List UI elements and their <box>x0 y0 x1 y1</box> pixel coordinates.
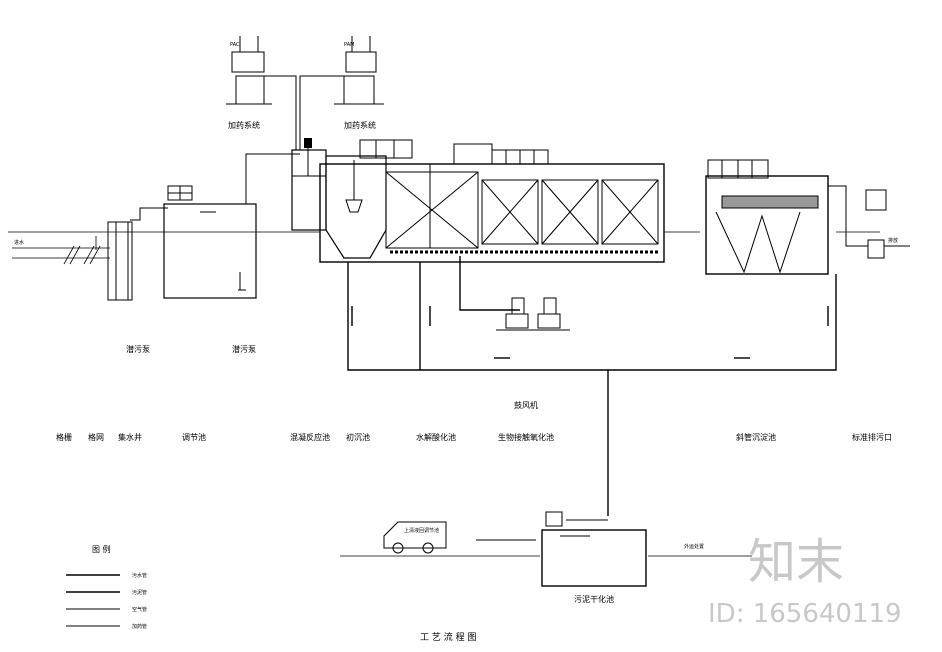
legend-item-0: 污水管 <box>132 572 147 579</box>
label-hydro: 水解酸化池 <box>416 432 456 442</box>
sump-well <box>107 207 168 301</box>
unit-labels: 潜污泵 潜污泵 鼓风机 格栅 格网 集水井 调节池 混凝反应池 初沉池 水解酸化… <box>56 344 892 604</box>
sludge-return-lines <box>347 256 837 516</box>
outlet: 排放 <box>865 189 910 259</box>
dosing-right-label: 加药系统 <box>344 120 376 130</box>
inclined-settler <box>705 159 868 275</box>
label-sump: 集水井 <box>118 432 142 442</box>
label-sludge-out: 外运处置 <box>684 543 704 550</box>
main-tank-block <box>319 143 665 263</box>
watermark-id: ID: 165640119 <box>708 599 902 629</box>
legend-item-2: 空气管 <box>132 606 147 613</box>
label-incline: 斜管沉淀池 <box>736 432 776 442</box>
ground-lines <box>8 231 880 557</box>
watermark-brand: 知末 <box>748 534 844 590</box>
inlet-label: 进水 <box>14 239 24 246</box>
legend-item-1: 污泥管 <box>132 589 147 596</box>
sludge-drying-bed <box>476 511 647 587</box>
legend: 图 例 污水管 污泥管 空气管 加药管 <box>66 544 147 630</box>
regulating-tank <box>163 153 300 299</box>
label-adjust: 调节池 <box>182 432 206 442</box>
dosing-left-label: 加药系统 <box>228 120 260 130</box>
coagulation-tank <box>291 138 327 231</box>
label-lift-pump: 潜污泵 <box>126 344 150 354</box>
label-coag: 混凝反应池 <box>290 432 330 442</box>
watermark: 知末 ID: 165640119 <box>708 534 902 629</box>
grille <box>63 236 101 265</box>
label-well: 格网 <box>88 432 104 442</box>
truck-note: 上清液回调节池 <box>404 527 439 534</box>
diagram-title: 工 艺 流 程 图 <box>420 631 476 643</box>
label-blower: 鼓风机 <box>514 400 538 410</box>
outlet-label: 排放 <box>888 237 898 244</box>
label-grille: 格栅 <box>56 432 72 442</box>
dosing-system-right: PAM 加药系统 <box>299 36 384 150</box>
label-lift-pump-2: 潜污泵 <box>232 344 256 354</box>
pam-label: PAM <box>344 42 354 48</box>
primary-settler <box>325 139 413 259</box>
legend-title: 图 例 <box>92 544 111 554</box>
truck: 上清液回调节池 <box>383 521 447 554</box>
label-sludge-tank: 污泥干化池 <box>574 594 614 604</box>
pac-label: PAC <box>230 42 240 48</box>
label-bio: 生物接触氧化池 <box>498 432 554 442</box>
legend-item-3: 加药管 <box>132 623 147 630</box>
label-discharge: 标准排污口 <box>852 432 892 442</box>
dosing-system-left: PAC 加药系统 <box>226 36 297 150</box>
blowers <box>496 297 570 331</box>
label-sed1: 初沉池 <box>346 432 370 442</box>
